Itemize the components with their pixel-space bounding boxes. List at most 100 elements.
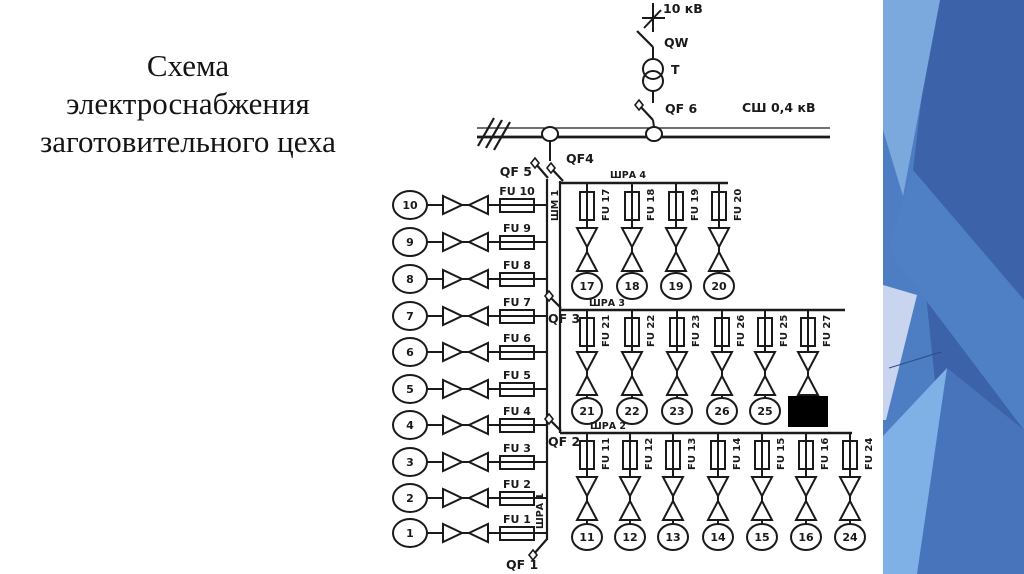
load-circle-21	[571, 397, 603, 425]
wire	[652, 119, 655, 128]
contact-down-icon	[575, 476, 599, 499]
band-shape	[883, 0, 940, 196]
fuse-FU 1-icon	[499, 526, 535, 541]
load-number: 22	[624, 405, 639, 418]
band-hairline	[888, 351, 942, 369]
load-circle-8	[392, 264, 428, 294]
fuse-FU 12-icon	[622, 440, 638, 470]
title-line-1: Схема	[146, 48, 230, 83]
contact-down-icon	[707, 227, 731, 250]
fuse-FU 2-icon	[499, 491, 535, 506]
transformer-icon	[642, 70, 664, 92]
fuse-label: FU 16	[820, 438, 831, 470]
load-box-icon	[788, 396, 828, 427]
fuse-FU 9-icon	[499, 235, 535, 250]
contact-up-icon	[575, 498, 599, 521]
contact-down-icon	[661, 476, 685, 499]
contact-right-icon	[442, 194, 465, 216]
fuse-label: FU 13	[687, 438, 698, 470]
fuse-FU 25-icon	[757, 317, 773, 347]
load-circle-26	[706, 397, 738, 425]
load-circle-19	[660, 272, 692, 300]
load-number: 23	[669, 405, 684, 418]
fuse-label: FU 2	[503, 478, 531, 491]
load-number: 13	[665, 531, 680, 544]
fuse-label: FU 3	[503, 442, 531, 455]
contact-down-icon	[620, 351, 644, 374]
contact-up-icon	[618, 498, 642, 521]
fuse-label: FU 22	[646, 315, 657, 347]
load-number: 6	[406, 346, 414, 359]
bus-label: ШРА 2	[590, 421, 626, 432]
fuse-label: FU 8	[503, 259, 531, 272]
load-number: 12	[622, 531, 637, 544]
breaker-label: QF 2	[548, 434, 580, 449]
load-number: 1	[406, 527, 414, 540]
load-number: 3	[406, 456, 414, 469]
fuse-FU 22-icon	[624, 317, 640, 347]
fuse-label: FU 23	[691, 315, 702, 347]
band-shape	[883, 285, 917, 420]
contact-left-icon	[466, 194, 489, 216]
busbar-junction-icon	[541, 126, 559, 142]
load-number: 25	[757, 405, 772, 418]
fuse-FU 16-icon	[798, 440, 814, 470]
fuse-label: FU 1	[503, 513, 531, 526]
fuse-label: FU 27	[822, 315, 833, 347]
contact-down-icon	[794, 476, 818, 499]
load-number: 5	[406, 383, 414, 396]
contact-up-icon	[665, 373, 689, 396]
contact-down-icon	[664, 227, 688, 250]
contact-up-icon	[664, 249, 688, 272]
contact-up-icon	[575, 249, 599, 272]
decorative-band	[883, 0, 1024, 574]
fuse-label: FU 5	[503, 369, 531, 382]
fuse-FU 17-icon	[579, 191, 595, 221]
load-number: 11	[579, 531, 594, 544]
load-number: 9	[406, 236, 414, 249]
fuse-FU 27-icon	[800, 317, 816, 347]
fuse-FU 19-icon	[668, 191, 684, 221]
voltage-label: 10 кВ	[663, 1, 703, 16]
contact-down-icon	[796, 351, 820, 374]
contact-down-icon	[706, 476, 730, 499]
contact-down-icon	[750, 476, 774, 499]
fuse-FU 24-icon	[842, 440, 858, 470]
busbar-label: СШ 0,4 кВ	[742, 100, 815, 115]
load-circle-10	[392, 190, 428, 220]
fuse-FU 15-icon	[754, 440, 770, 470]
load-number: 19	[668, 280, 683, 293]
fuse-FU 7-icon	[499, 309, 535, 324]
fuse-FU 20-icon	[711, 191, 727, 221]
busbar-junction-icon	[645, 126, 663, 142]
contact-left-icon	[466, 341, 489, 363]
contact-left-icon	[466, 522, 489, 544]
breaker-qf6-hook-icon	[633, 98, 645, 112]
fuse-label: FU 4	[503, 405, 531, 418]
load-number: 14	[710, 531, 726, 544]
load-circle-16	[790, 523, 822, 551]
breaker-QF 3-hook-icon	[543, 289, 555, 303]
breaker-label: QF 3	[548, 311, 580, 326]
contact-right-icon	[442, 487, 465, 509]
switch-qw-blade-icon	[636, 30, 654, 48]
contact-up-icon	[661, 498, 685, 521]
load-circle-9	[392, 227, 428, 257]
contact-left-icon	[466, 487, 489, 509]
contact-up-icon	[750, 498, 774, 521]
fuse-label: FU 21	[601, 315, 612, 347]
breaker-qf5-label: QF 5	[500, 164, 532, 179]
contact-up-icon	[620, 373, 644, 396]
contact-up-icon	[838, 498, 862, 521]
load-number: 4	[406, 419, 414, 432]
contact-right-icon	[442, 341, 465, 363]
contact-right-icon	[442, 378, 465, 400]
contact-left-icon	[466, 414, 489, 436]
bus-label: ШРА 4	[610, 170, 646, 181]
breaker-label: QF4	[566, 151, 594, 166]
fuse-FU 23-icon	[669, 317, 685, 347]
load-number: 10	[402, 199, 418, 212]
load-circle-24	[834, 523, 866, 551]
contact-left-icon	[466, 305, 489, 327]
load-circle-3	[392, 447, 428, 477]
